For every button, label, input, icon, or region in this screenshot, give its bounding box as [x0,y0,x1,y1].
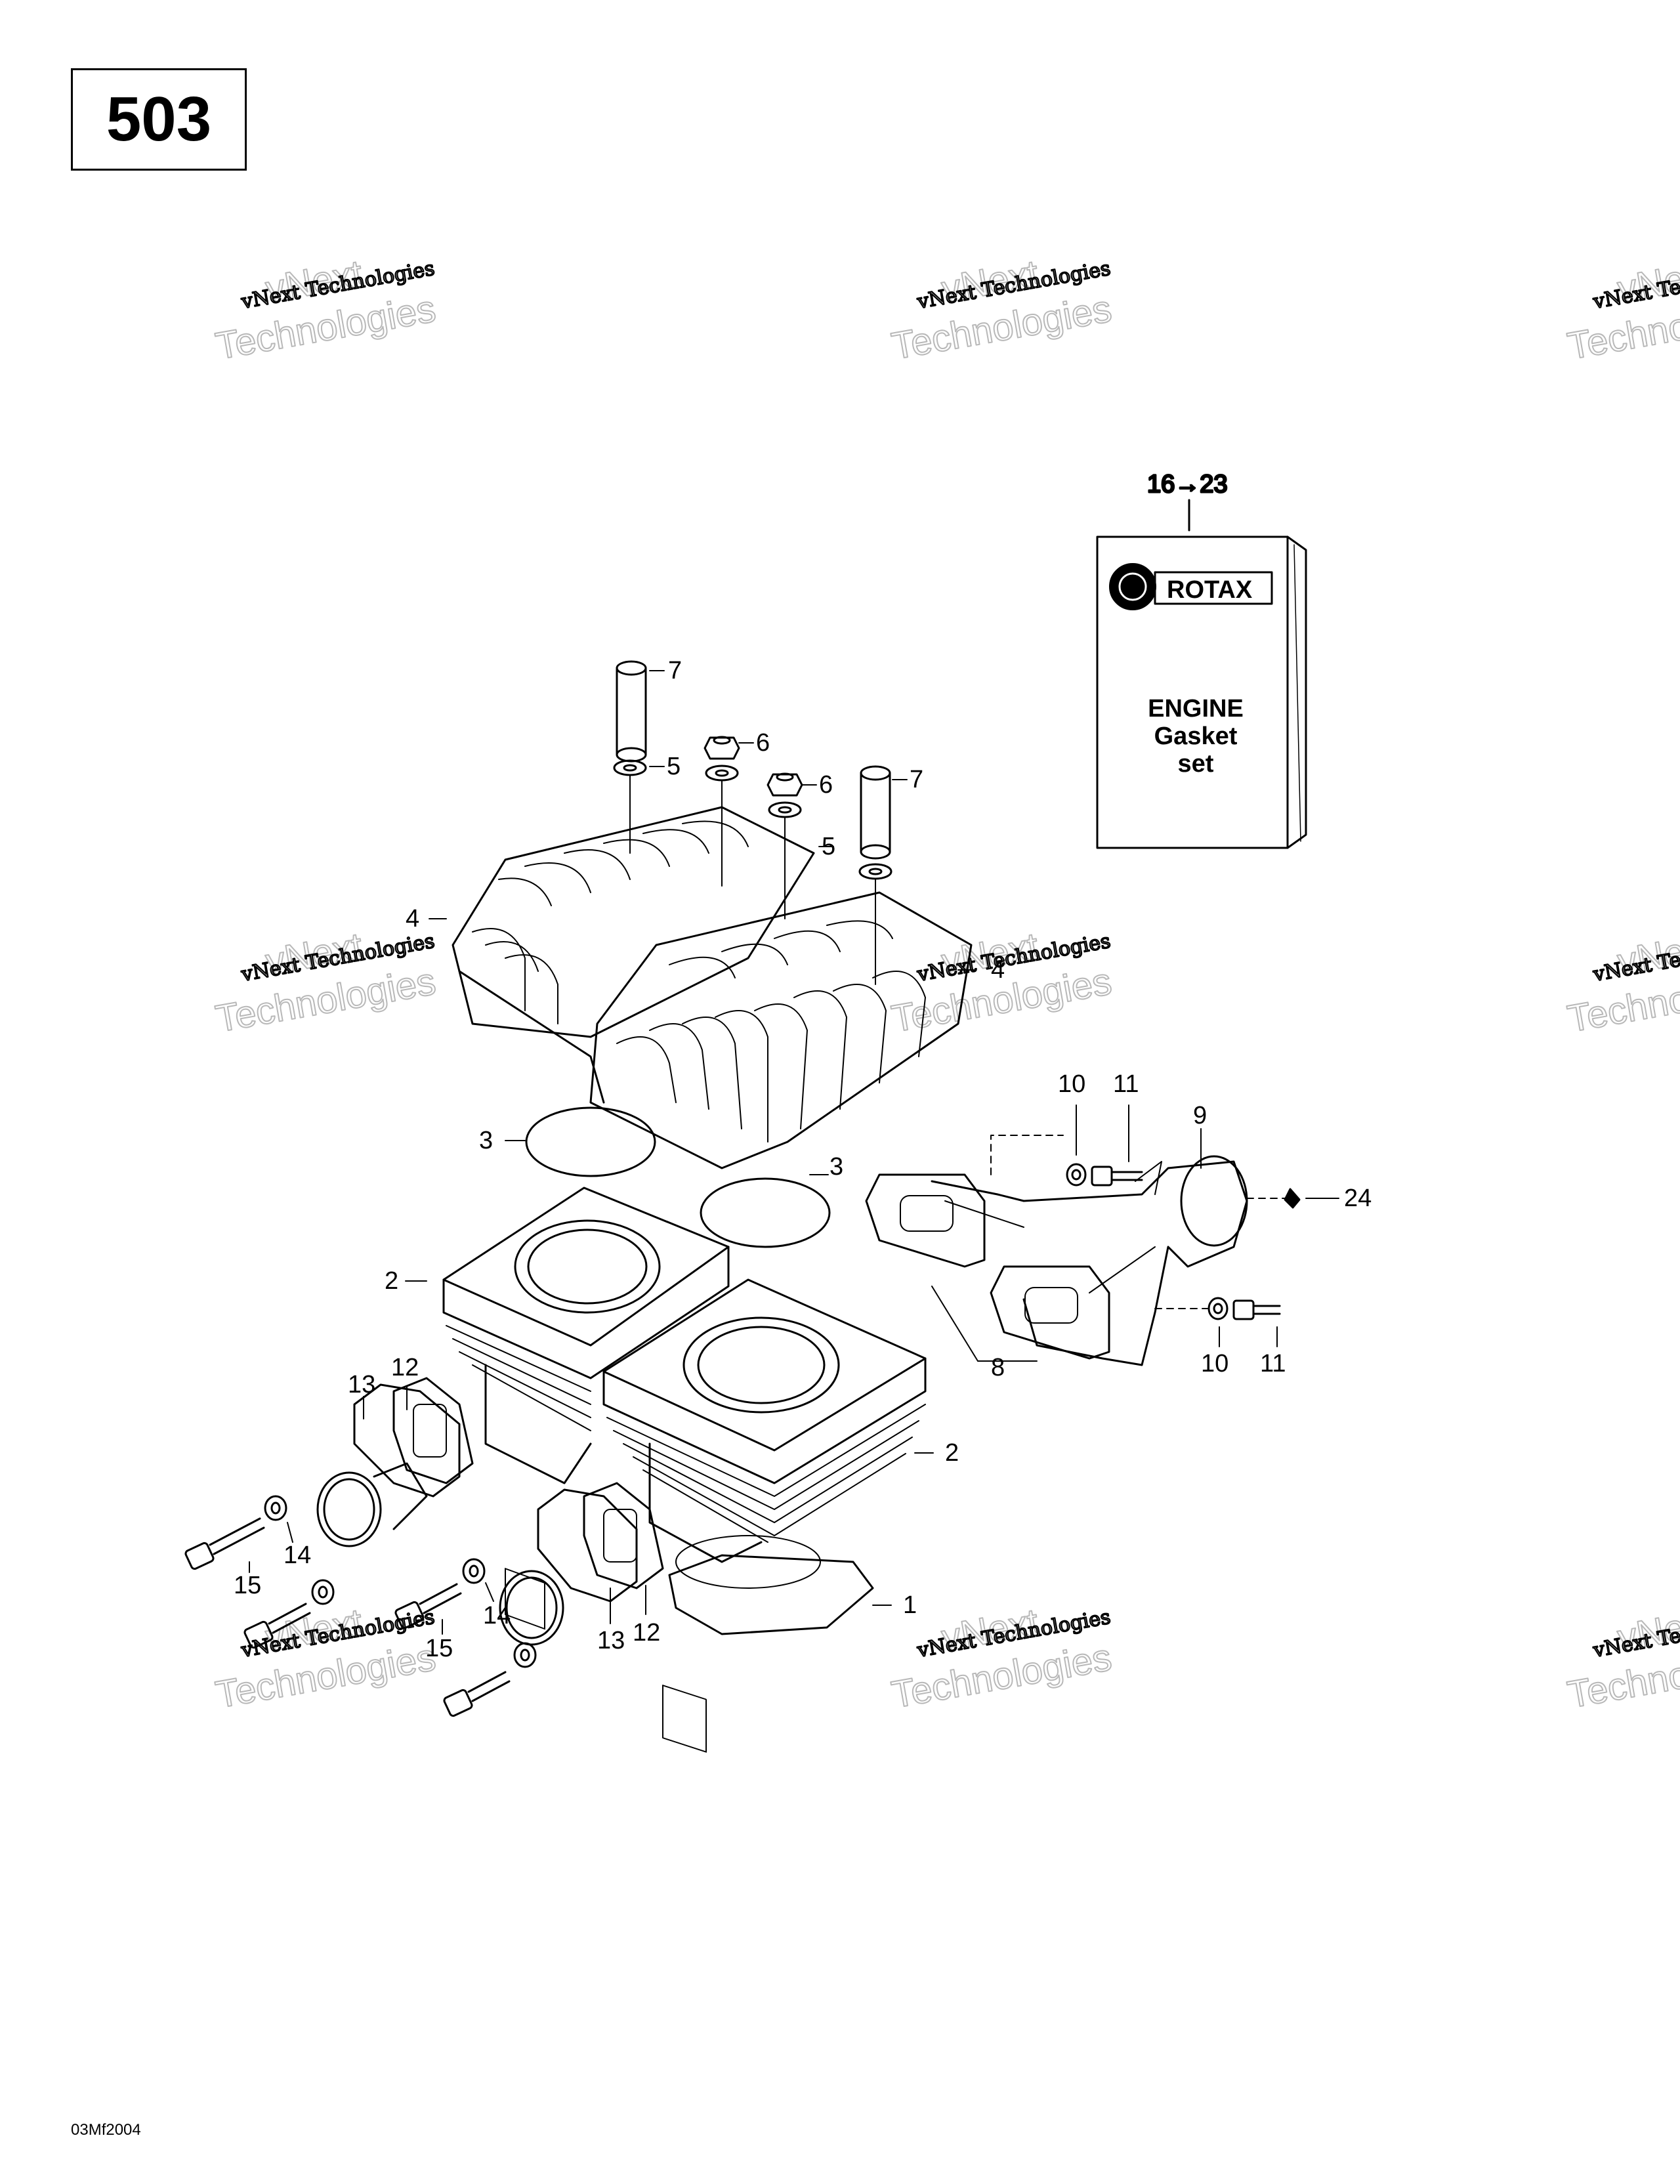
nut-2 [766,772,803,797]
callout-7: 7 [910,766,923,793]
callout-11: 11 [1260,1350,1286,1377]
intake-washer-2 [311,1579,335,1605]
callout-16-23: 16→23 [1147,471,1228,498]
washer-left [613,759,647,776]
manifold-washer-upper [1066,1163,1087,1186]
callout-13: 13 [597,1627,625,1654]
rotax-brand: ROTAX [1167,576,1253,604]
callout-4: 4 [991,956,1005,984]
cylinder-head-front [589,891,973,1169]
callout-12: 12 [391,1354,419,1381]
kit-label-gasket: Gasket [1154,723,1238,750]
watermark: vNext vNext Technologies Technologies [1564,251,1680,368]
assembly-lines [629,775,876,985]
callout-12: 12 [633,1619,660,1647]
intake-gasket-left [392,1377,474,1484]
kit-label-engine: ENGINE [1148,695,1244,723]
callout-8: 8 [991,1354,1005,1381]
exhaust-gasket-lower [990,1265,1110,1360]
kit-label-set: set [1178,750,1214,778]
watermark: vNext vNext Technologies Technologies [888,251,1116,368]
model-number-box: 503 [71,68,247,171]
manifold-dashed-lines [990,1135,1286,1309]
model-number: 503 [106,84,212,154]
intake-gasket-right [583,1482,664,1589]
washer-right [858,863,892,880]
head-gasket-left [525,1106,656,1177]
callout-15: 15 [425,1635,453,1662]
kit-box-side [1286,536,1307,849]
stud-right [860,765,891,860]
callout-3: 3 [479,1127,493,1154]
base-gasket [668,1554,874,1635]
watermark: vNext vNext Technologies Technologies [212,251,440,368]
callout-5: 5 [667,753,681,780]
cylinder-front [602,1278,927,1753]
leader-lines [249,670,1339,1635]
callout-labels: 7 5 6 6 7 5 4 4 3 3 2 2 1 8 9 10 11 10 1… [234,657,1372,1662]
intake-bolt-1 [184,1517,265,1570]
watermark-group: vNext vNext Technologies Technologies vN… [212,251,1680,1717]
watermark: vNext vNext Technologies Technologies [212,1600,440,1717]
watermark: vNext vNext Technologies Technologies [1564,1600,1680,1717]
intake-bolt-4 [443,1671,511,1717]
manifold-washer-lower [1208,1297,1228,1320]
callout-2: 2 [385,1267,398,1295]
callout-3: 3 [830,1153,843,1181]
manifold-bolt-upper [1091,1166,1143,1186]
callout-6: 6 [819,771,833,799]
callout-14: 14 [284,1542,311,1569]
grease-fitting [1284,1188,1301,1209]
intake-washer-1 [264,1495,287,1521]
intake-bolt-2 [243,1603,311,1649]
rotax-logo: ROTAX [1109,563,1273,610]
callout-11: 11 [1113,1070,1139,1098]
callout-7: 7 [668,657,682,684]
callout-10: 10 [1058,1070,1085,1098]
manifold-bolt-lower [1232,1299,1281,1320]
intake-washer-3 [462,1558,486,1584]
callout-1: 1 [903,1591,917,1619]
callout-15: 15 [234,1572,261,1599]
callout-13: 13 [348,1371,375,1398]
cylinder-rear [442,1186,730,1630]
callout-6: 6 [756,729,770,757]
callout-5: 5 [822,833,835,860]
washer-mid-1 [705,765,739,782]
stud-left [616,660,647,763]
intake-washer-4 [513,1642,537,1668]
cylinder-head-rear [452,806,815,1104]
callout-9: 9 [1193,1102,1207,1129]
exhaust-manifold [931,1155,1248,1366]
callout-2: 2 [945,1439,959,1467]
callout-14: 14 [483,1602,511,1629]
nut-1 [704,736,740,760]
gasket-kit-box: 16→23 ROTAX ENGINE Gasket set [1096,470,1307,849]
callout-24: 24 [1344,1185,1372,1212]
watermark: vNext vNext Technologies Technologies [1564,924,1680,1041]
callout-10: 10 [1201,1350,1228,1377]
exhaust-gasket-upper [865,1173,986,1268]
figure-code: 03Mf2004 [71,2121,141,2139]
intake-socket-left [316,1383,461,1547]
callout-4: 4 [406,905,419,933]
intake-bolt-3 [394,1583,462,1629]
washer-mid-2 [768,801,802,818]
intake-socket-right [499,1488,638,1646]
head-gasket-right [700,1177,831,1248]
